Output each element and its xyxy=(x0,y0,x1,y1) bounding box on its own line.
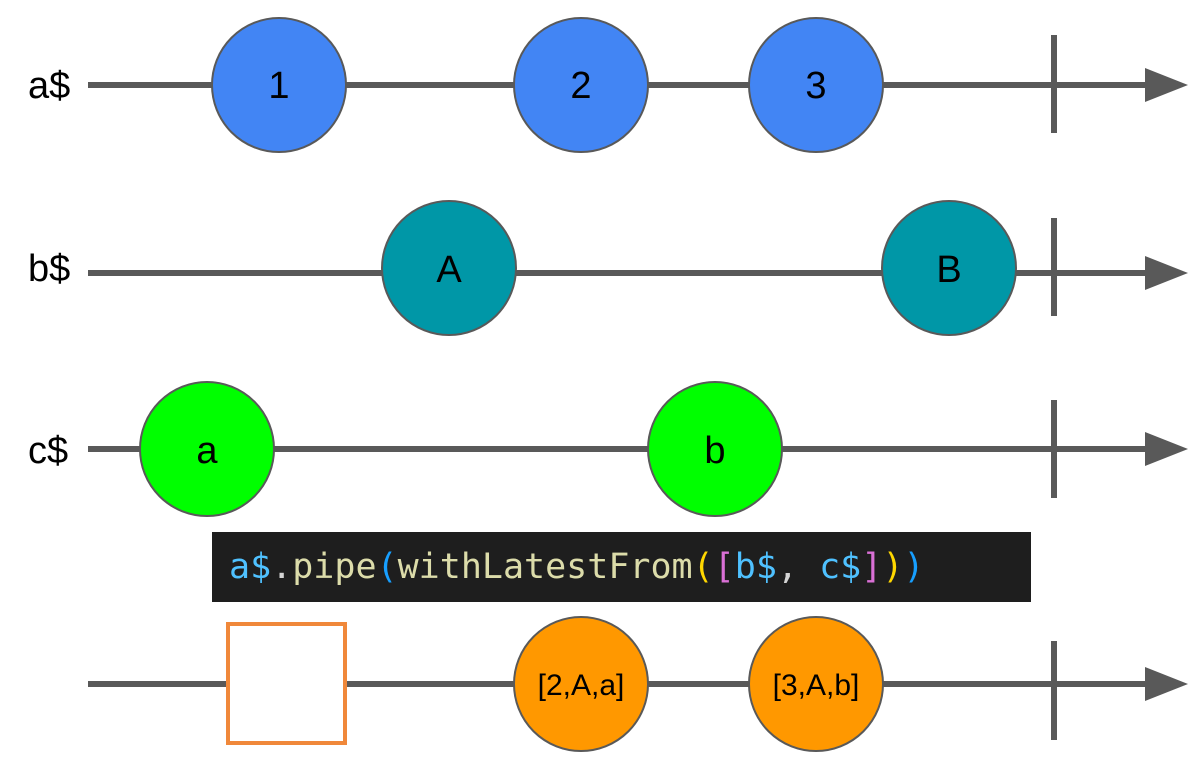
marble-a-2-label: 2 xyxy=(570,65,591,107)
code-bracket-close: ] xyxy=(861,547,883,587)
stream-a-label: a$ xyxy=(28,65,70,107)
code-dot: . xyxy=(271,547,293,587)
code-comma: , xyxy=(776,547,820,587)
marble-result-1: [2,A,a] xyxy=(513,616,649,752)
stream-c-label: c$ xyxy=(28,430,68,472)
empty-emission-marker xyxy=(226,622,347,745)
code-paren-close: ) xyxy=(903,547,925,587)
marble-a-3-label: 3 xyxy=(805,65,826,107)
stream-b-label: b$ xyxy=(28,248,70,290)
marble-c-2-label: b xyxy=(704,430,725,472)
marble-a-1: 1 xyxy=(211,17,347,153)
marble-a-3: 3 xyxy=(748,17,884,153)
marble-a-2: 2 xyxy=(513,17,649,153)
marble-result-2-label: [3,A,b] xyxy=(773,669,860,702)
stream-b: b$ A B xyxy=(28,200,1188,336)
operator-code-box: a$.pipe(withLatestFrom([b$, c$])) xyxy=(212,532,1031,602)
marble-b-2: B xyxy=(881,200,1017,336)
marble-b-1-label: A xyxy=(436,249,462,291)
stream-result: [2,A,a] [3,A,b] xyxy=(88,616,1188,752)
stream-a: a$ 1 2 3 xyxy=(28,17,1188,153)
code-arg1: b$ xyxy=(734,547,777,587)
marble-b-1: A xyxy=(381,200,517,336)
code-paren2-close: ) xyxy=(882,547,904,587)
code-arg2: c$ xyxy=(819,547,862,587)
marble-c-1: a xyxy=(139,381,275,517)
marble-a-1-label: 1 xyxy=(268,65,289,107)
stream-a-arrow-icon xyxy=(1145,68,1188,102)
code-paren2-open: ( xyxy=(692,547,714,587)
marble-result-2: [3,A,b] xyxy=(748,616,884,752)
stream-c: c$ a b xyxy=(28,381,1188,517)
code-bracket-open: [ xyxy=(713,547,735,587)
code-fn: withLatestFrom xyxy=(397,547,693,587)
marble-c-1-label: a xyxy=(196,430,218,472)
code-var: a$ xyxy=(229,547,272,587)
code-pipe: pipe xyxy=(292,547,377,587)
marble-c-2: b xyxy=(647,381,783,517)
stream-result-arrow-icon xyxy=(1145,667,1188,701)
stream-c-arrow-icon xyxy=(1145,432,1188,466)
code-paren-open: ( xyxy=(376,547,398,587)
stream-b-arrow-icon xyxy=(1145,256,1188,290)
marble-b-2-label: B xyxy=(936,249,961,291)
marble-result-1-label: [2,A,a] xyxy=(538,669,625,702)
